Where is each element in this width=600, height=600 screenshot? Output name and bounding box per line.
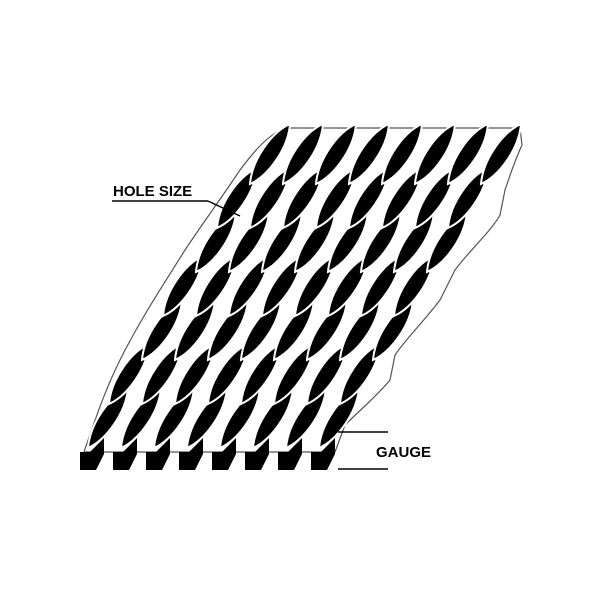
mesh-hole xyxy=(314,122,358,186)
mesh-hole xyxy=(479,122,523,186)
hole-size-callout: HOLE SIZE xyxy=(112,183,241,217)
mesh-hole xyxy=(248,122,292,186)
gauge-label: GAUGE xyxy=(376,444,431,461)
mesh-hole xyxy=(281,122,325,186)
strand-end xyxy=(113,438,137,470)
strand-end xyxy=(80,438,104,470)
strand-end xyxy=(212,438,236,470)
mesh-hole xyxy=(446,122,490,186)
mesh-hole xyxy=(347,122,391,186)
strand-end xyxy=(146,438,170,470)
mesh-hole xyxy=(380,122,424,186)
gauge-callout: GAUGE xyxy=(338,431,431,470)
hole-size-label: HOLE SIZE xyxy=(113,183,192,200)
strand-ends xyxy=(80,438,335,470)
mesh-hole xyxy=(413,122,457,186)
strand-end xyxy=(311,438,335,470)
mesh-holes xyxy=(86,122,523,450)
strand-end xyxy=(179,438,203,470)
strand-end xyxy=(278,438,302,470)
strand-end xyxy=(245,438,269,470)
hole-size-leader xyxy=(207,200,241,217)
